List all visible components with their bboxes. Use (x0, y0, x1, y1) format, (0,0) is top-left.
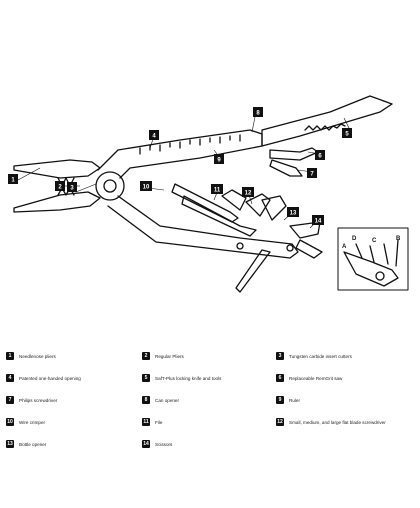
svg-text:7: 7 (310, 171, 314, 177)
file-tool (171, 183, 239, 223)
callout-10: 10 (140, 181, 152, 191)
callout-9: 9 (214, 154, 224, 164)
knife-blade (181, 195, 257, 237)
svg-text:6: 6 (318, 153, 322, 159)
callout-3: 3 (67, 182, 77, 192)
handle-rivet-2 (286, 244, 294, 252)
svg-text:1: 1 (11, 177, 15, 183)
svg-text:2: 2 (58, 184, 62, 190)
screwdriver (269, 147, 319, 161)
callout-7: 7 (307, 168, 317, 178)
callout-5: 5 (342, 128, 352, 138)
inset-label-d: D (352, 236, 357, 242)
lower-handle (107, 195, 299, 259)
callout-badges: 1 2 3 4 5 6 7 8 9 10 11 12 13 14 (8, 107, 352, 225)
inset-rivet (375, 271, 385, 281)
inset-label-b: B (396, 236, 401, 242)
callout-2: 2 (55, 181, 65, 191)
inset-frame (337, 227, 409, 291)
inset-tool (343, 251, 399, 287)
upper-handle (97, 129, 263, 179)
svg-text:3: 3 (70, 185, 74, 191)
callout-13: 13 (287, 207, 299, 217)
wire-crimper-arm (235, 249, 271, 293)
svg-text:9: 9 (217, 157, 221, 163)
multitool-diagram: 1 2 3 4 5 6 7 8 9 10 11 12 13 14 A B C D (8, 95, 409, 293)
inset-label-a: A (342, 244, 347, 250)
svg-text:14: 14 (315, 218, 322, 224)
lower-jaw (13, 191, 101, 213)
callout-14: 14 (312, 215, 324, 225)
svg-text:11: 11 (214, 187, 221, 193)
svg-text:4: 4 (152, 133, 156, 139)
callout-1: 1 (8, 174, 18, 184)
bottle-opener (221, 189, 247, 211)
svg-text:10: 10 (143, 184, 150, 190)
can-opener (269, 159, 303, 177)
svg-text:13: 13 (290, 210, 297, 216)
inset-labels: A B C D (342, 236, 401, 250)
svg-text:8: 8 (256, 110, 260, 116)
saw-blade (261, 95, 393, 147)
handle-rivet-1 (236, 242, 244, 250)
pivot-outer (95, 171, 125, 201)
callout-11: 11 (211, 184, 223, 194)
inset-label-c: C (372, 238, 377, 244)
callout-6: 6 (315, 150, 325, 160)
scissors (289, 221, 323, 259)
callout-8: 8 (253, 107, 263, 117)
flat-screwdrivers (245, 193, 287, 221)
svg-text:5: 5 (345, 131, 349, 137)
pivot-inner (103, 179, 117, 193)
saw-teeth (304, 123, 346, 131)
upper-jaw (13, 159, 101, 179)
callout-12: 12 (242, 187, 254, 197)
callout-4: 4 (149, 130, 159, 140)
svg-text:12: 12 (245, 190, 252, 196)
inset-prongs (355, 239, 399, 267)
